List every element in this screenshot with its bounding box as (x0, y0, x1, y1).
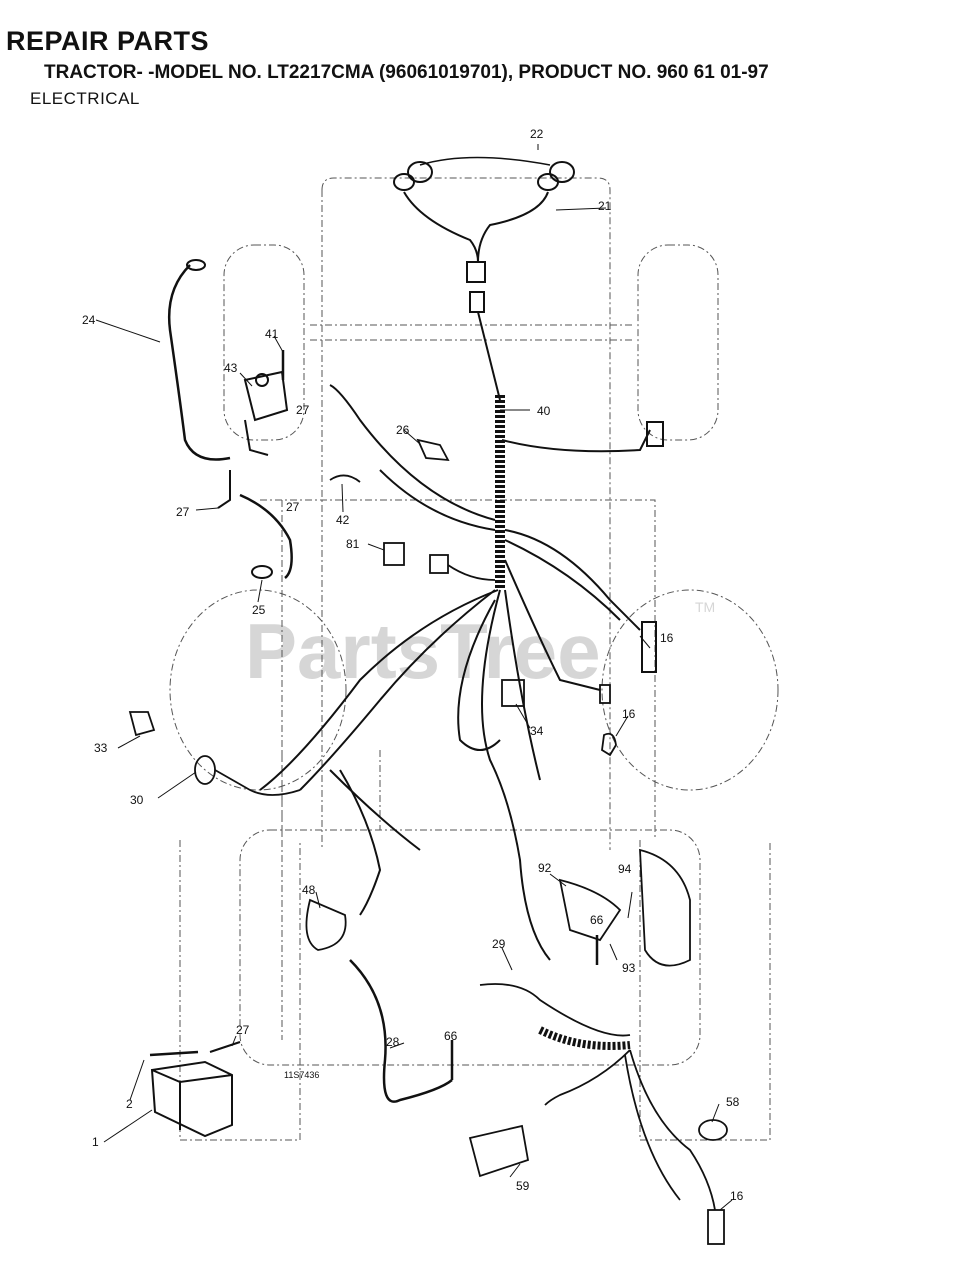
callout-27-battery: 27 (236, 1023, 250, 1037)
callout-28: 28 (386, 1035, 400, 1049)
headlight-harness (393, 156, 575, 401)
callout-42: 42 (336, 513, 350, 527)
callout-33: 33 (94, 741, 108, 755)
callout-27-right: 27 (286, 500, 300, 514)
model-subtitle: TRACTOR- -MODEL NO. LT2217CMA (960610197… (44, 62, 769, 83)
callout-27-left: 27 (176, 505, 190, 519)
starter-solenoid (168, 259, 293, 579)
callout-25: 25 (252, 603, 266, 617)
callout-66-upper: 66 (590, 913, 604, 927)
callout-16-lower: 16 (730, 1189, 744, 1203)
callout-93: 93 (622, 961, 636, 975)
callout-43: 43 (224, 361, 238, 375)
relay-and-connectors (329, 438, 496, 581)
drawing-reference: 11S7436 (284, 1070, 319, 1080)
callout-16-middle: 16 (622, 707, 636, 721)
callout-24: 24 (82, 313, 96, 327)
callout-58: 58 (726, 1095, 740, 1109)
watermark-tm: TM (695, 599, 715, 615)
callout-21: 21 (598, 199, 612, 213)
callout-22: 22 (530, 127, 544, 141)
tractor-outline (169, 177, 779, 1141)
lower-components (305, 848, 728, 1245)
callout-27-solenoid: 27 (296, 403, 310, 417)
section-label: ELECTRICAL (30, 89, 140, 108)
watermark: PartsTree (245, 607, 601, 695)
callout-34: 34 (530, 724, 544, 738)
callout-30: 30 (130, 793, 144, 807)
callout-26: 26 (396, 423, 410, 437)
callout-41: 41 (265, 327, 279, 341)
callout-66-lower: 66 (444, 1029, 458, 1043)
leader-lines (95, 144, 733, 1211)
callout-40: 40 (537, 404, 551, 418)
callout-59: 59 (516, 1179, 530, 1193)
callout-1: 1 (92, 1135, 99, 1149)
switches (128, 679, 617, 796)
callout-81: 81 (346, 537, 360, 551)
callout-48: 48 (302, 883, 316, 897)
callout-2: 2 (126, 1097, 133, 1111)
battery (149, 1041, 241, 1138)
page-title: REPAIR PARTS (6, 26, 210, 56)
callout-92: 92 (538, 861, 552, 875)
callout-16-upper: 16 (660, 631, 674, 645)
callout-94: 94 (618, 862, 632, 876)
main-harness (259, 384, 664, 961)
callout-29: 29 (492, 937, 506, 951)
